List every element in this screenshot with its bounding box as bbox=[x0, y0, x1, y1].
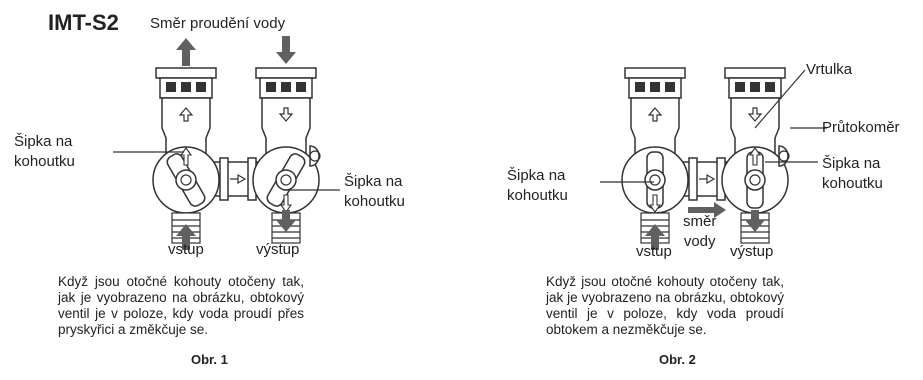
fig1-inlet-label: vstup bbox=[168, 241, 204, 258]
fig2-outlet-label: výstup bbox=[730, 243, 774, 260]
fig1-valve bbox=[152, 67, 321, 244]
fig1-flow-arrows bbox=[176, 36, 296, 250]
fig1-outlet-label: výstup bbox=[256, 241, 300, 258]
fig2-arrow-left-label: Šipka na kohoutku bbox=[507, 167, 568, 204]
fig2-impeller-label: Vrtulka bbox=[806, 61, 853, 78]
fig2-number: Obr. 2 bbox=[659, 352, 696, 367]
fig1-arrow-left-label: Šipka na kohoutku bbox=[14, 133, 75, 170]
fig2-water-direction-label: směr vody bbox=[683, 213, 717, 250]
flow-direction-label: Směr proudění vody bbox=[150, 15, 286, 32]
fig1-number: Obr. 1 bbox=[191, 352, 228, 367]
model-title: IMT-S2 bbox=[48, 10, 119, 35]
fig2-flow-arrows bbox=[645, 202, 765, 250]
fig2-arrow-right-label: Šipka na kohoutku bbox=[822, 155, 883, 192]
fig1-arrow-right-label: Šipka na kohoutku bbox=[344, 173, 405, 210]
fig1-leader-lines bbox=[113, 151, 340, 191]
fig1-caption: Když jsou otočné kohouty otočeny tak, ja… bbox=[58, 274, 304, 337]
fig2-caption: Když jsou otočné kohouty otočeny tak, ja… bbox=[546, 274, 784, 337]
fig2-leader-lines bbox=[600, 69, 827, 183]
fig2-flowmeter-label: Průtokoměr bbox=[822, 119, 900, 136]
fig2-valve bbox=[621, 67, 790, 244]
fig2-inlet-label: vstup bbox=[636, 243, 672, 260]
